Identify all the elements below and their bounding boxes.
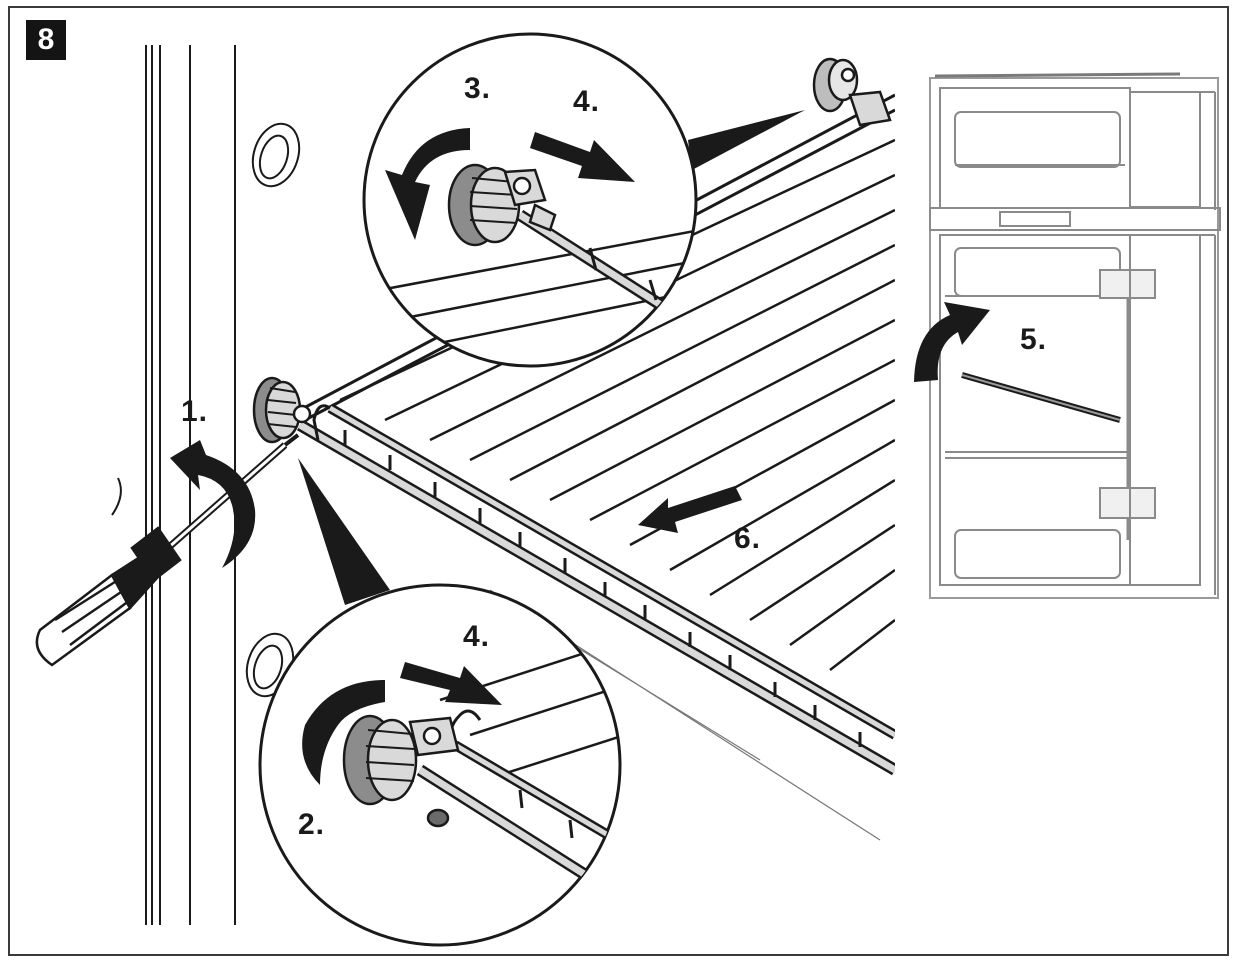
wall-edge-curve xyxy=(111,477,122,516)
step-label-4-bottom: 4. xyxy=(463,620,491,653)
detail-circle-bottom xyxy=(258,583,622,947)
push-arrow-step-6 xyxy=(638,486,742,533)
step-label-6: 6. xyxy=(734,522,762,555)
mounting-hole-top xyxy=(251,122,301,188)
shelf-bracket-top-right xyxy=(812,57,892,127)
step-label-5: 5. xyxy=(1020,323,1048,356)
callout-pointer-top xyxy=(688,110,805,170)
rotate-arrow-step-1 xyxy=(170,440,256,568)
push-arrow-step-4-bottom xyxy=(400,662,502,705)
callout-pointer-bottom xyxy=(298,458,390,605)
rotate-arrow-step-2 xyxy=(302,680,385,785)
rotate-arrow-step-3 xyxy=(385,128,470,240)
screwdriver-icon xyxy=(35,433,300,667)
step-label-3: 3. xyxy=(464,72,492,105)
shelf-bracket-left xyxy=(252,376,312,444)
step-label-4-top: 4. xyxy=(573,85,601,118)
detail-circle-top xyxy=(362,32,698,368)
figure-number-badge: 8 xyxy=(26,20,66,60)
step-label-1: 1. xyxy=(181,395,209,428)
step-label-2: 2. xyxy=(298,808,326,841)
rotate-arrow-step-5 xyxy=(914,302,990,382)
push-arrow-step-4-top xyxy=(530,132,635,182)
refrigerator-icon xyxy=(929,72,1221,599)
